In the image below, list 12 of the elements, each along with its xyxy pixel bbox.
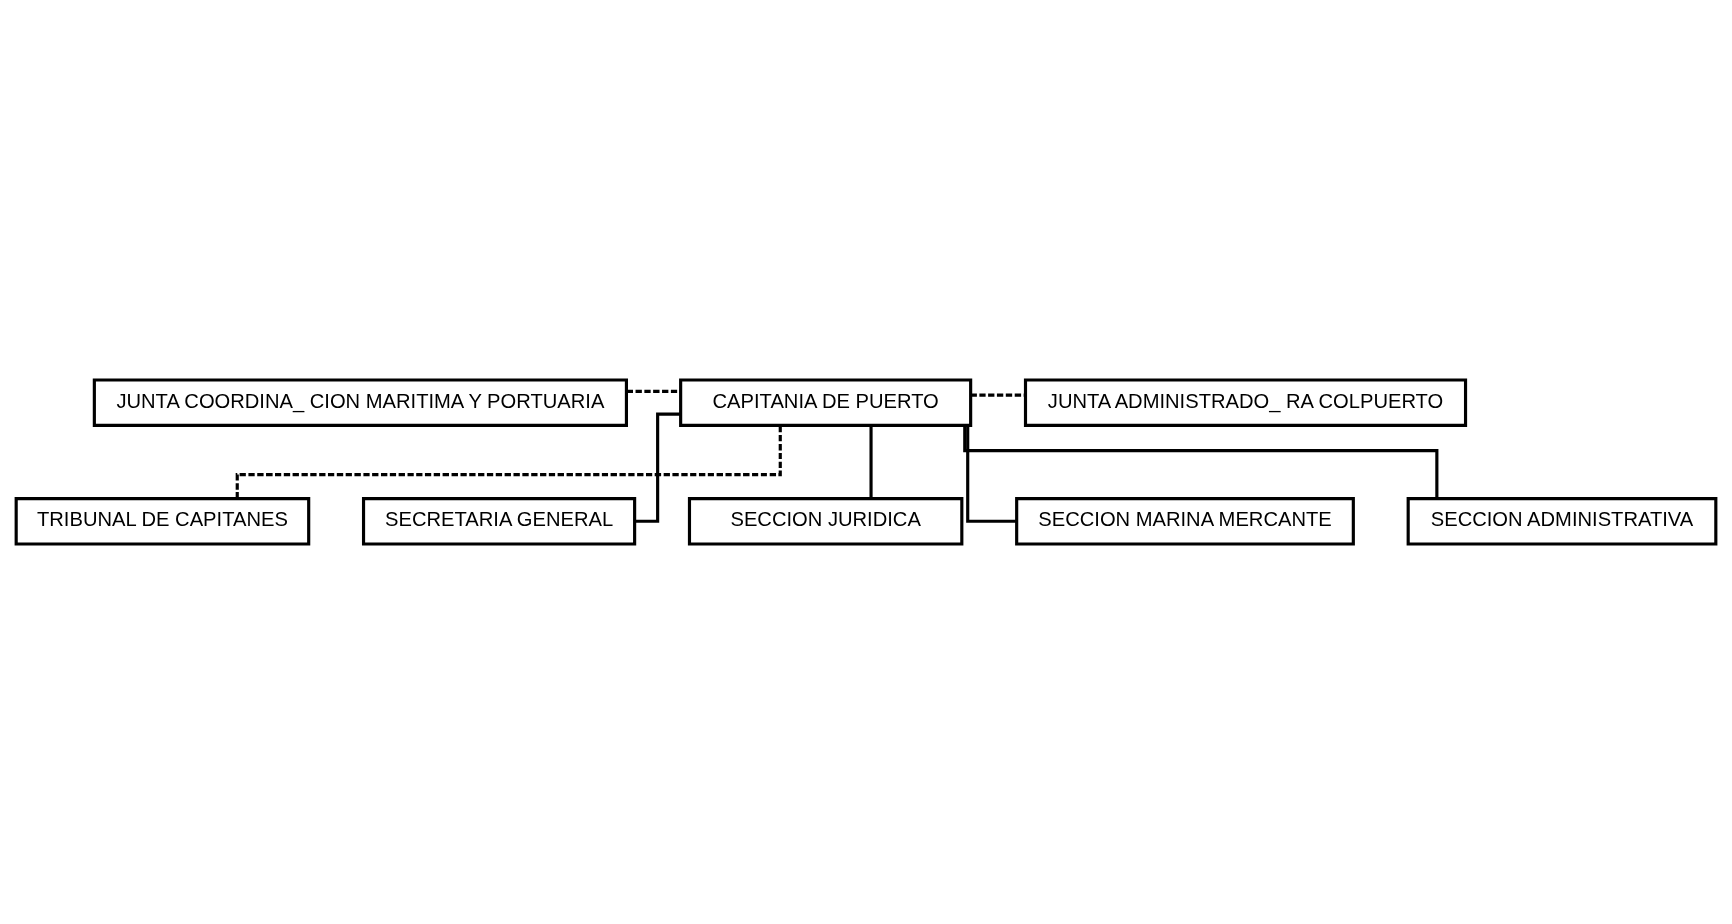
- connector: [963, 425, 1439, 499]
- node-box: SECRETARIA GENERAL: [361, 497, 637, 546]
- connector: [869, 425, 873, 499]
- node-box: SECCION ADMINISTRATIVA: [1406, 497, 1718, 546]
- node-box: TRIBUNAL DE CAPITANES: [14, 497, 311, 546]
- node-box: CAPITANIA DE PUERTO: [679, 378, 973, 427]
- node-box: JUNTA COORDINA_ CION MARITIMA Y PORTUARIA: [92, 378, 628, 427]
- node-box: SECCION JURIDICA: [687, 497, 964, 546]
- node-box: JUNTA ADMINISTRADO_ RA COLPUERTO: [1023, 378, 1468, 427]
- node-box: SECCION MARINA MERCANTE: [1015, 497, 1355, 546]
- connector: [966, 425, 1017, 523]
- connector: [970, 393, 1026, 397]
